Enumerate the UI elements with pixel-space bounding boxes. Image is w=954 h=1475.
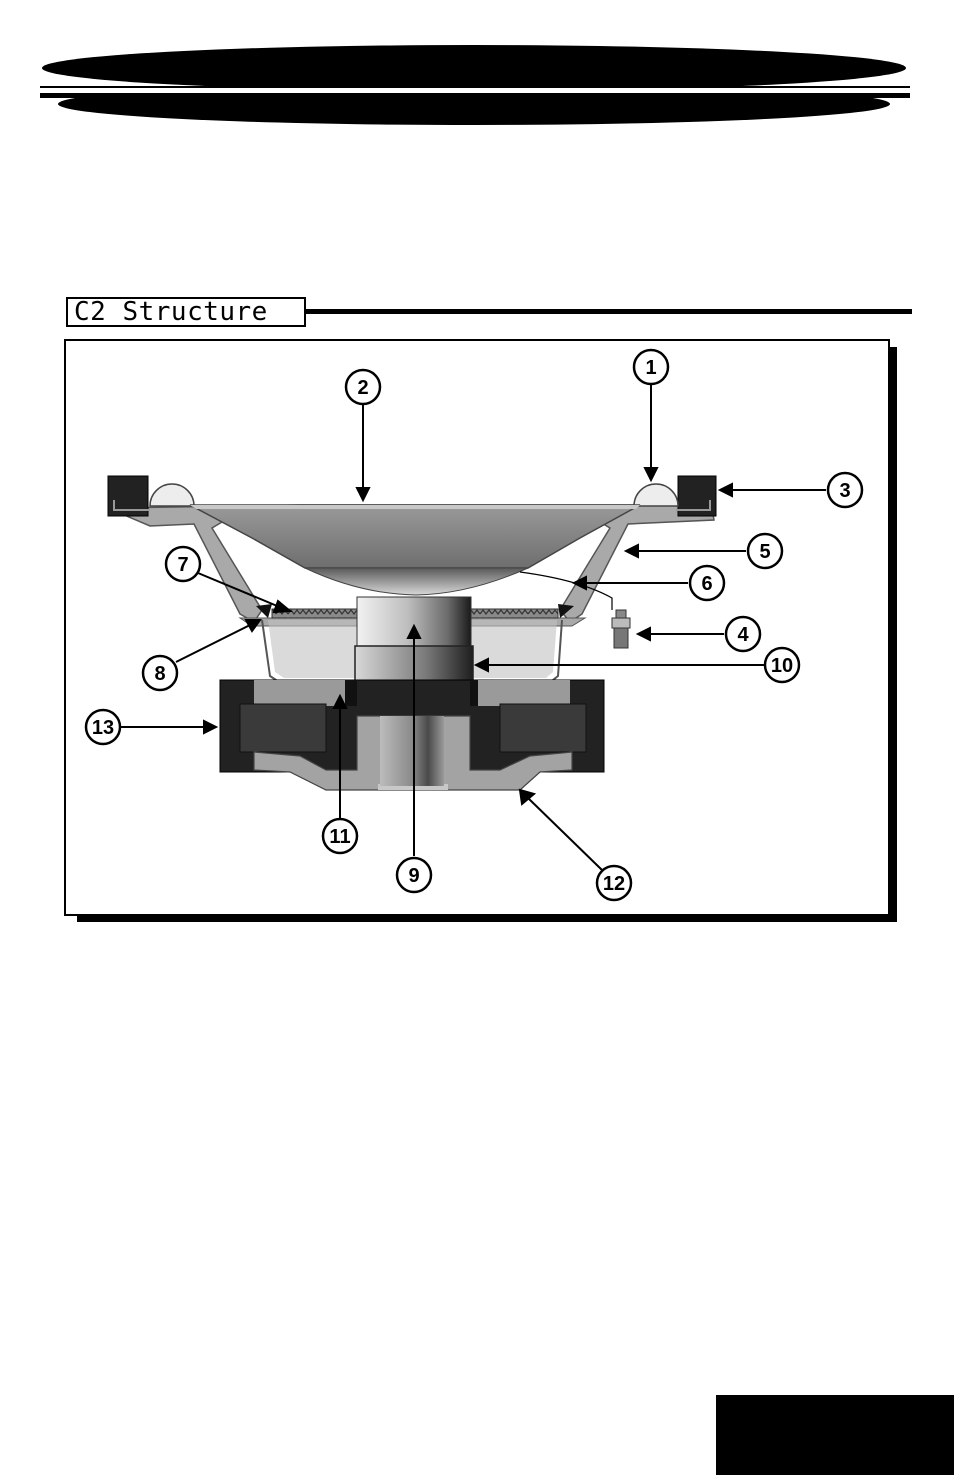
callout-10: 10 [765,648,799,682]
callout-3: 3 [828,473,862,507]
callout-6: 6 [690,566,724,600]
callout-4: 4 [726,617,760,651]
callout-7: 7 [166,547,200,581]
callout-12-label: 12 [603,873,625,895]
callout-9: 9 [397,858,431,892]
callout-9-label: 9 [408,865,419,887]
callout-2: 2 [346,370,380,404]
page-tab [716,1395,954,1475]
callout-13-label: 13 [92,717,114,739]
cone [190,505,640,568]
spider-right [470,609,558,618]
callout-11: 11 [323,819,357,853]
callout-1: 1 [634,350,668,384]
pole-gap-left [345,680,357,706]
callout-8: 8 [143,656,177,690]
callout-10-label: 10 [771,655,793,677]
callout-2-label: 2 [357,377,368,399]
terminal [612,610,630,648]
callout-5: 5 [748,534,782,568]
pole-gap-right [470,680,478,706]
callout-11-label: 11 [329,826,350,848]
callout-3-label: 3 [839,480,850,502]
callout-1-label: 1 [645,357,656,379]
callout-4-label: 4 [737,624,749,646]
callout-12: 12 [597,866,631,900]
pole-piece [380,716,444,786]
callout-8-label: 8 [154,663,165,685]
callout-13: 13 [86,710,120,744]
surround-right [634,484,678,506]
callout-5-label: 5 [759,541,770,563]
surround-left [150,484,194,506]
dust-cap [305,568,528,595]
callout-7-label: 7 [177,554,188,576]
callout-6-label: 6 [701,573,712,595]
cone-highlight [190,505,640,509]
